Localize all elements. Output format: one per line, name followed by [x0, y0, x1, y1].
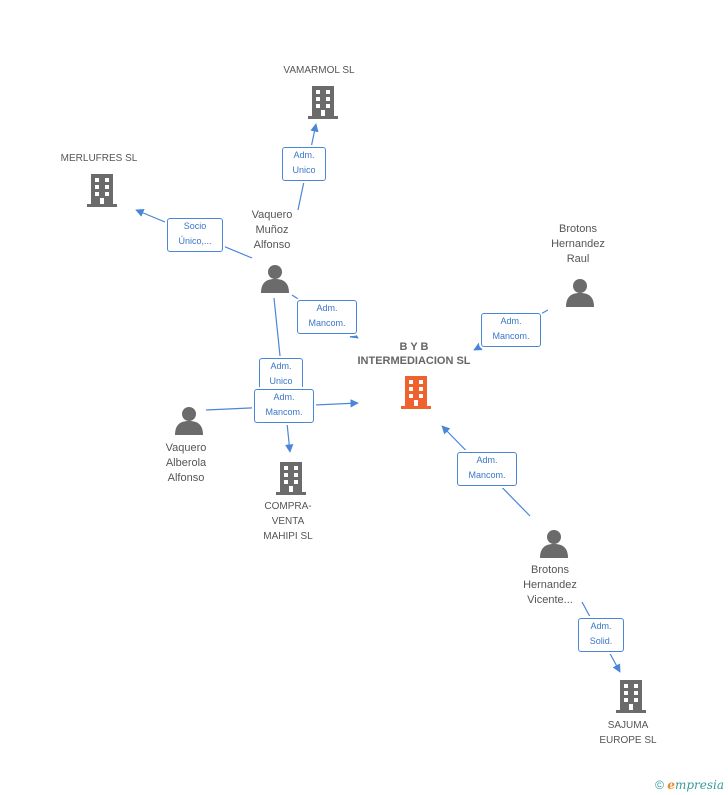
empresia-logo: © empresia	[655, 778, 724, 792]
copyright-symbol: ©	[655, 778, 664, 792]
compraventa-label[interactable]: COMPRA- VENTA MAHIPI SL	[263, 501, 313, 542]
edge-label-munoz-main[interactable]: Adm. Mancom.	[297, 300, 357, 334]
edge-label-alberola-main[interactable]: Adm. Mancom.	[254, 389, 314, 423]
edge-label-munoz-vamarmol[interactable]: Adm. Unico	[282, 147, 326, 181]
brand-e: e	[667, 778, 675, 792]
edge-label-raul-main[interactable]: Adm. Mancom.	[481, 313, 541, 347]
vamarmol-building-icon[interactable]	[308, 86, 338, 119]
vaquero-alberola-label[interactable]: Vaquero Alberola Alfonso	[165, 442, 207, 484]
brotons-raul-person-icon[interactable]	[566, 279, 594, 307]
merlufres-building-icon[interactable]	[87, 174, 117, 207]
sajuma-label[interactable]: SAJUMA EUROPE SL	[599, 720, 657, 746]
merlufres-label[interactable]: MERLUFRES SL	[60, 153, 138, 164]
sajuma-building-icon[interactable]	[616, 680, 646, 713]
brotons-vicente-person-icon[interactable]	[540, 530, 568, 558]
edge-label-vicente-main[interactable]: Adm. Mancom.	[457, 452, 517, 486]
vaquero-munoz-label[interactable]: Vaquero Muñoz Alfonso	[251, 209, 293, 251]
main-company-label[interactable]: B Y B INTERMEDIACION SL	[357, 341, 471, 367]
edge-label-munoz-merlufres[interactable]: Socio Único,...	[167, 218, 223, 252]
vaquero-alberola-person-icon[interactable]	[175, 407, 203, 435]
brotons-vicente-label[interactable]: Brotons Hernandez Vicente...	[523, 564, 577, 606]
brand-name: mpresia	[674, 778, 724, 792]
brotons-raul-label[interactable]: Brotons Hernandez Raul	[551, 223, 605, 265]
vaquero-munoz-person-icon[interactable]	[261, 265, 289, 293]
main-company-building-icon[interactable]	[401, 376, 431, 409]
vamarmol-label[interactable]: VAMARMOL SL	[283, 65, 355, 76]
edge-label-vicente-sajuma[interactable]: Adm. Solid.	[578, 618, 624, 652]
edge-label-munoz-compraventa[interactable]: Adm. Unico	[259, 358, 303, 392]
compraventa-building-icon[interactable]	[276, 462, 306, 495]
